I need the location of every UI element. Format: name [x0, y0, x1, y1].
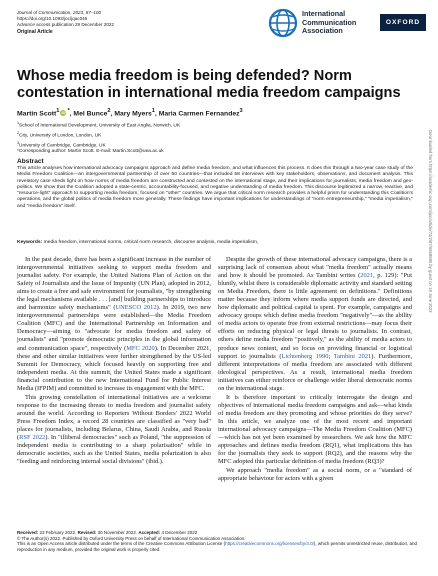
body-paragraph: In the past decade, there has been a sig… [17, 256, 211, 392]
author-affiliation-mark: 2 [107, 108, 111, 114]
ica-logo: International Communication Association [268, 8, 356, 38]
article-type: Original Article [17, 29, 53, 35]
copyright-notice: © The Author(s) 2022. Published by Oxfor… [17, 535, 246, 541]
author-affiliation-mark: 3 [239, 108, 243, 114]
body-column-right: Despite the growth of these internationa… [218, 256, 412, 483]
doi-link[interactable]: https://doi.org/10.1093/joc/jqac045 [17, 16, 88, 21]
corresponding-mark: * [67, 108, 70, 114]
keywords-list: media freedom, international norms, crit… [43, 240, 259, 245]
abstract-heading: Abstract [17, 158, 44, 165]
affiliation: 2City, University of London, London, UK [17, 130, 102, 139]
keywords-label: Keywords: [17, 240, 43, 245]
oxford-logo: OXFORD [380, 14, 426, 31]
citation-link[interactable]: Lichtenberg 1990 [281, 352, 329, 360]
journal-citation: Journal of Communication, 2023, 87–100 [17, 10, 102, 15]
license-link[interactable]: https://creativecommons.org/licenses/by/… [225, 541, 314, 547]
affiliation: 3University of Cambridge, Cambridge, UK [17, 140, 106, 149]
body-paragraph: It is therefore important to critically … [218, 393, 412, 466]
author-affiliation-mark: 1 [56, 108, 60, 114]
ica-name-line1: International [302, 9, 346, 19]
article-footer: Received: 23 February 2022. Revised: 30 … [17, 530, 417, 553]
download-watermark: Downloaded from https://academic.oup.com… [424, 130, 434, 470]
body-paragraph: We approach "media freedom" as a social … [218, 467, 412, 483]
body-paragraph: This growing constellation of internatio… [17, 393, 212, 466]
author-affiliation-mark: 1 [151, 108, 155, 114]
citation-link[interactable]: UNESCO 2012 [115, 304, 157, 312]
ica-globe-icon [268, 8, 298, 38]
author-name[interactable]: Maria Carmen Fernandez [158, 110, 240, 118]
history-dates: Received: 23 February 2022. Revised: 30 … [17, 530, 198, 535]
body-column-left: In the past decade, there has been a sig… [17, 256, 211, 466]
corresponding-author[interactable]: *Corresponding author: Martin Scott. E-m… [17, 149, 164, 155]
author-name[interactable]: Martin Scott [17, 110, 57, 118]
orcid-icon[interactable]: iD [60, 110, 67, 117]
body-paragraph: Despite the growth of these internationa… [218, 256, 413, 392]
affiliations: 1School of International Development, Un… [17, 120, 412, 156]
advance-access-date: Advance access publication 29 December 2… [17, 22, 115, 27]
keywords: Keywords: media freedom, international n… [17, 240, 413, 246]
citation-link[interactable]: Tambini 2021 [333, 352, 372, 360]
citation-link[interactable]: RSF 2022 [19, 434, 46, 442]
citation-link[interactable]: MFC 2020 [126, 344, 155, 352]
journal-header: Journal of Communication, 2023, 87–100 h… [17, 10, 267, 35]
article-title: Whose media freedom is being defended? N… [17, 68, 401, 101]
affiliation: 1School of International Development, Un… [17, 121, 181, 129]
citation-link[interactable]: 2021 [360, 272, 374, 280]
ica-name-line3: Association [302, 26, 343, 36]
author-name[interactable]: Mel Bunce [73, 110, 108, 118]
abstract-text: This article analyses how international … [17, 166, 413, 209]
license-notice: This is an Open Access article distribut… [17, 541, 417, 553]
download-note-text: Downloaded from https://academic.oup.com… [428, 130, 433, 313]
ica-name-line2: Communication [302, 17, 357, 27]
author-name[interactable]: Mary Myers [114, 110, 152, 118]
